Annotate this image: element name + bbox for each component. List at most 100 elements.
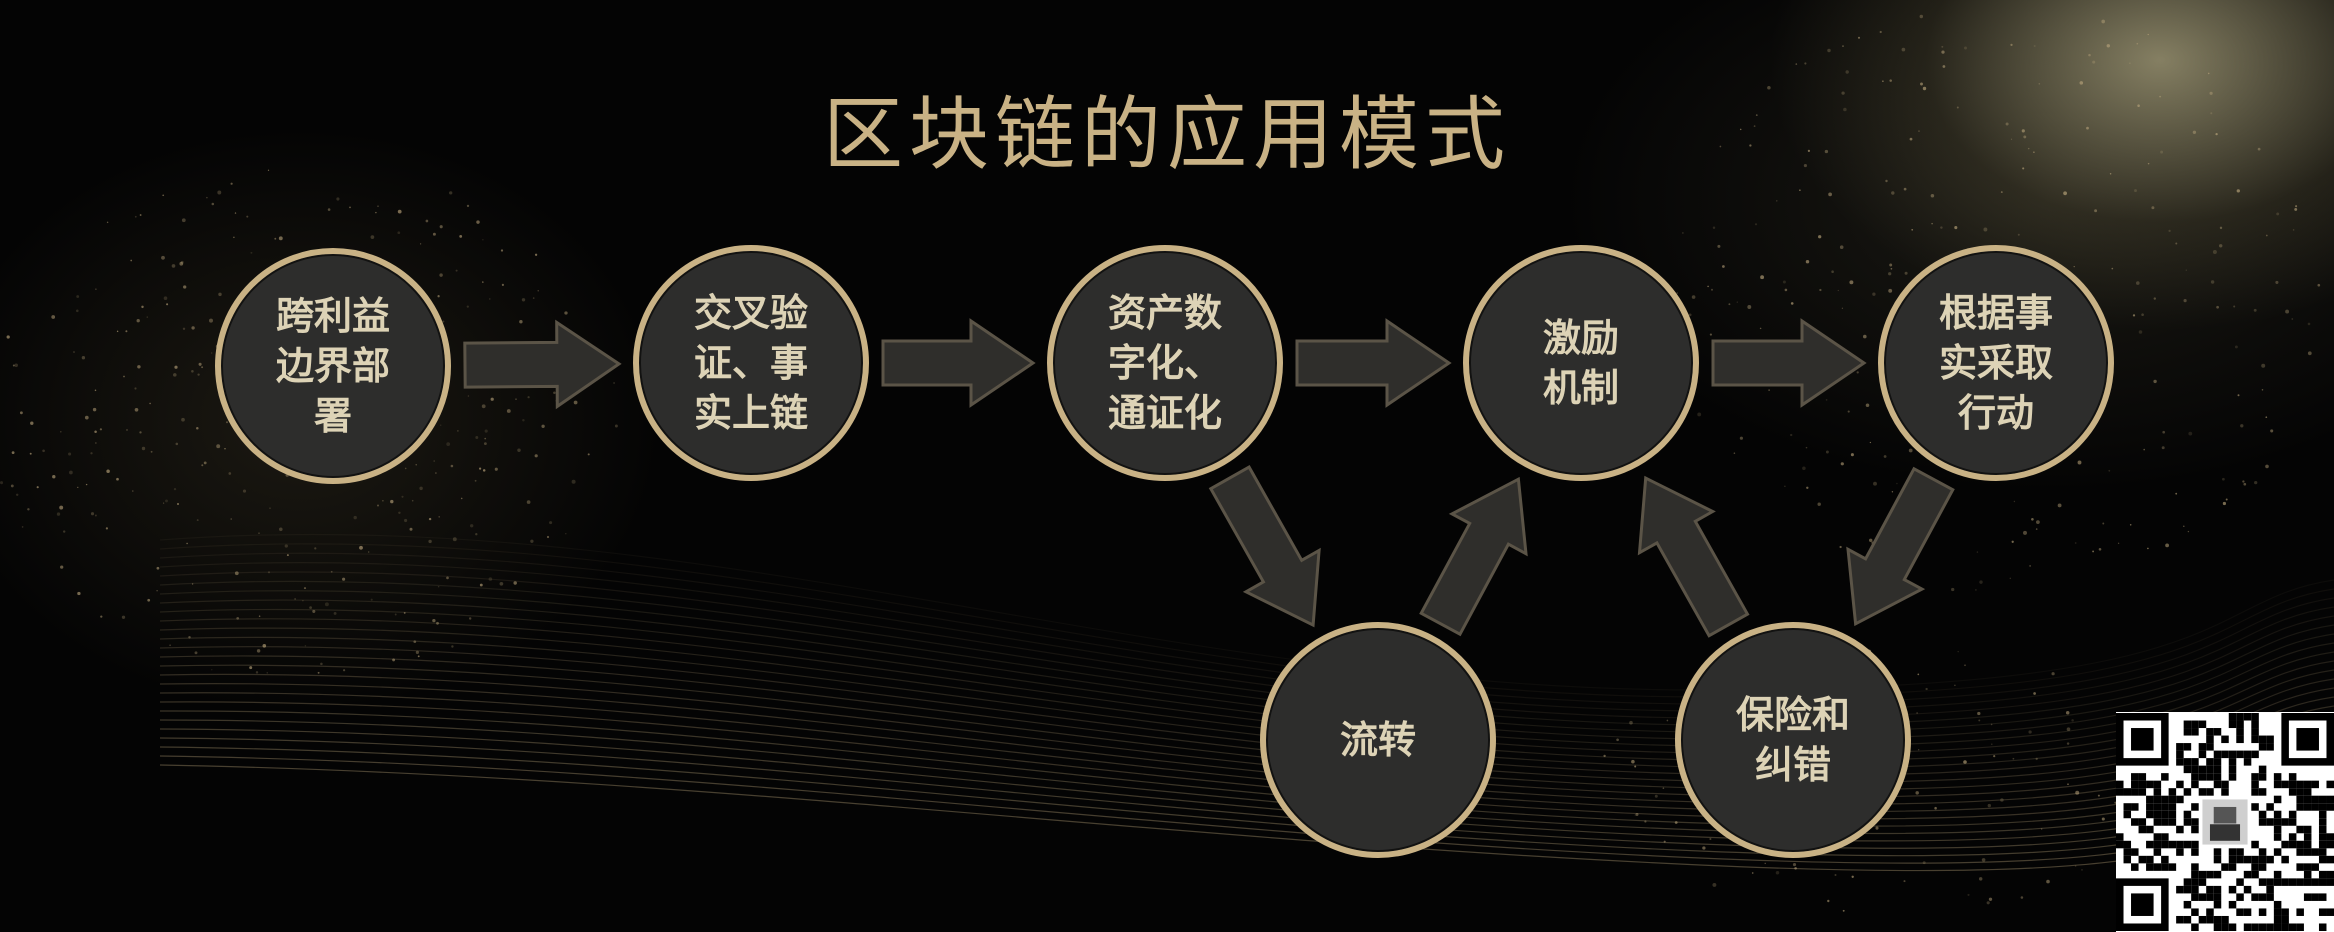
sparkle — [2046, 879, 2050, 884]
wave-line — [159, 543, 2334, 698]
qr-module — [2326, 908, 2334, 916]
sparkle — [1644, 820, 1647, 823]
qr-module — [2311, 863, 2319, 871]
qr-module — [2281, 855, 2289, 864]
sparkle — [162, 194, 165, 197]
sparkle — [513, 581, 517, 585]
qr-module — [2138, 773, 2147, 781]
qr-module — [2206, 765, 2214, 774]
sparkle — [468, 617, 472, 620]
qr-module — [2198, 788, 2207, 796]
sparkle — [218, 292, 222, 297]
sparkle — [1666, 719, 1669, 722]
sparkle — [1712, 226, 1716, 230]
qr-module — [2123, 788, 2132, 796]
qr-code-pattern — [2116, 713, 2334, 931]
sparkle — [1993, 755, 1996, 758]
sparkle — [2153, 379, 2157, 384]
qr-module — [2183, 720, 2192, 729]
qr-module — [2243, 870, 2252, 879]
sparkle — [467, 395, 470, 397]
qr-module — [2296, 780, 2304, 789]
qr-module — [2296, 840, 2304, 849]
sparkle — [209, 318, 213, 323]
sparkle — [0, 481, 4, 485]
qr-module — [2251, 728, 2259, 736]
sparkle — [230, 518, 232, 520]
qr-module — [2281, 780, 2289, 789]
sparkle — [2210, 280, 2215, 284]
qr-module — [2288, 788, 2297, 796]
qr-module — [2251, 713, 2259, 721]
sparkle — [2079, 81, 2084, 85]
sparkle — [1755, 114, 1758, 116]
sparkle — [2031, 517, 2034, 521]
sparkle — [534, 253, 538, 256]
sparkle — [451, 645, 454, 648]
sparkle — [2005, 122, 2009, 126]
sparkle — [2077, 460, 2082, 465]
qr-module — [2183, 758, 2192, 766]
sparkle — [236, 616, 240, 620]
sparkle — [327, 208, 331, 211]
qr-module — [2191, 885, 2199, 894]
sparkle — [479, 467, 482, 470]
sparkle — [377, 504, 379, 507]
sparkle — [2041, 828, 2043, 830]
sparkle — [134, 407, 139, 412]
arrow-n7-to-n4 — [1637, 475, 1750, 638]
node-label: 资产数 字化、 通证化 — [1107, 291, 1222, 435]
qr-module — [2243, 855, 2252, 864]
sparkle — [2240, 424, 2244, 428]
qr-module — [2221, 923, 2229, 931]
qr-module — [2296, 908, 2304, 916]
sparkle — [1954, 226, 1958, 230]
sparkle — [1916, 712, 1918, 714]
arrow-n5-to-n7 — [1846, 466, 1955, 627]
qr-module — [2243, 923, 2252, 931]
sparkle — [1978, 719, 1981, 722]
qr-module — [2273, 818, 2282, 826]
qr-module — [2258, 908, 2267, 916]
sparkle — [1682, 232, 1684, 234]
sparkle — [302, 600, 304, 602]
sparkle — [267, 571, 271, 574]
qr-module — [2123, 840, 2132, 849]
sparkle — [137, 365, 141, 369]
sparkle — [1803, 164, 1807, 168]
sparkle — [2188, 431, 2193, 436]
sparkle — [175, 442, 179, 446]
sparkle — [2183, 299, 2187, 303]
node-label: 流转 — [1339, 718, 1416, 762]
sparkle — [482, 239, 484, 241]
sparkle — [183, 285, 187, 289]
sparkle — [163, 502, 165, 504]
qr-module — [2281, 908, 2289, 916]
sparkle — [60, 565, 64, 569]
sparkle — [1918, 749, 1920, 751]
sparkle — [1882, 80, 1884, 83]
qr-module — [2176, 750, 2184, 759]
sparkle — [188, 635, 191, 639]
sparkle — [1842, 45, 1844, 47]
qr-module — [2176, 780, 2184, 789]
qr-module — [2116, 780, 2124, 789]
sparkle — [1991, 743, 1993, 745]
sparkle — [1917, 673, 1920, 676]
sparkle — [324, 602, 329, 607]
sparkle — [1915, 791, 1919, 795]
qr-module — [2236, 878, 2244, 886]
node-circulation: 流转 — [1260, 622, 1496, 858]
sparkle — [573, 400, 578, 405]
sparkle — [2036, 520, 2040, 524]
sparkle — [196, 426, 199, 430]
sparkle — [2010, 138, 2013, 140]
sparkle — [2102, 522, 2105, 525]
qr-module — [2266, 735, 2274, 744]
sparkle — [2106, 44, 2111, 48]
sparkle — [150, 450, 153, 453]
sparkle — [191, 583, 194, 585]
sparkle — [2261, 363, 2266, 368]
qr-module — [2273, 825, 2282, 834]
sparkle — [1976, 551, 1979, 553]
